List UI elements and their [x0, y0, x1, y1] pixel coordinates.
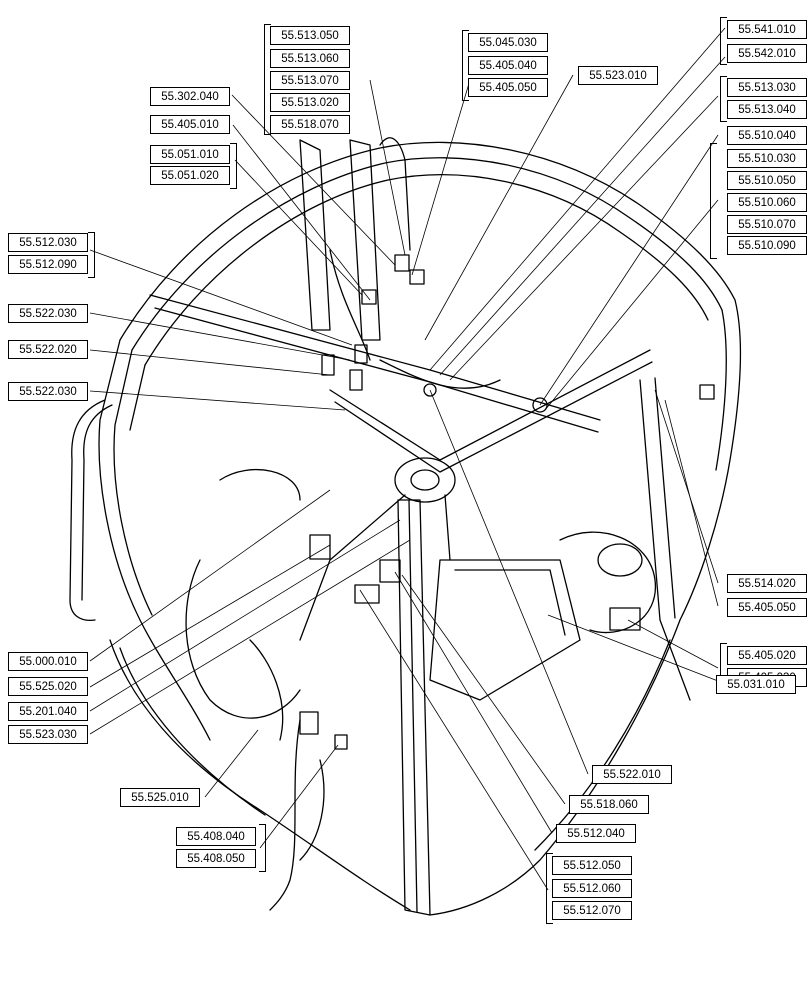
bracket-left-512	[88, 232, 95, 278]
part-label[interactable]: 55.525.020	[8, 677, 88, 696]
part-label[interactable]: 55.408.050	[176, 849, 256, 868]
part-label-031[interactable]: 55.031.010	[716, 675, 796, 694]
part-label[interactable]: 55.510.060	[727, 193, 807, 212]
part-label[interactable]: 55.512.050	[552, 856, 632, 875]
part-label[interactable]: 55.514.020	[727, 574, 807, 593]
bracket-top-right-center	[462, 30, 469, 101]
part-label[interactable]: 55.405.040	[468, 56, 548, 75]
part-label[interactable]: 55.510.040	[727, 126, 807, 145]
part-label[interactable]: 55.513.060	[270, 49, 350, 68]
part-label[interactable]: 55.201.040	[8, 702, 88, 721]
part-label[interactable]: 55.510.090	[727, 236, 807, 255]
part-label[interactable]: 55.408.040	[176, 827, 256, 846]
part-label[interactable]: 55.510.030	[727, 149, 807, 168]
part-label[interactable]: 55.000.010	[8, 652, 88, 671]
part-label[interactable]: 55.513.070	[270, 71, 350, 90]
part-label[interactable]: 55.512.090	[8, 255, 88, 274]
part-label[interactable]: 55.302.040	[150, 87, 230, 106]
bracket-left-051	[230, 143, 237, 189]
part-label[interactable]: 55.405.020	[727, 646, 807, 665]
part-label[interactable]: 55.513.030	[727, 78, 807, 97]
part-label[interactable]: 55.522.030	[8, 382, 88, 401]
part-label[interactable]: 55.045.030	[468, 33, 548, 52]
part-label[interactable]: 55.518.070	[270, 115, 350, 134]
part-label[interactable]: 55.051.010	[150, 145, 230, 164]
bracket-right-513	[720, 76, 727, 122]
part-label[interactable]: 55.525.010	[120, 788, 200, 807]
part-label[interactable]: 55.522.030	[8, 304, 88, 323]
part-label[interactable]: 55.513.020	[270, 93, 350, 112]
cab-structure	[69, 137, 742, 916]
part-label[interactable]: 55.510.050	[727, 171, 807, 190]
part-label[interactable]: 55.512.060	[552, 879, 632, 898]
part-label[interactable]: 55.405.050	[727, 598, 807, 617]
part-label[interactable]: 55.051.020	[150, 166, 230, 185]
part-label[interactable]: 55.510.070	[727, 215, 807, 234]
part-label[interactable]: 55.405.010	[150, 115, 230, 134]
part-label[interactable]: 55.518.060	[569, 795, 649, 814]
part-label[interactable]: 55.542.010	[727, 44, 807, 63]
part-label[interactable]: 55.523.010	[578, 66, 658, 85]
part-label[interactable]: 55.513.040	[727, 100, 807, 119]
part-label[interactable]: 55.522.010	[592, 765, 672, 784]
part-label[interactable]: 55.512.040	[556, 824, 636, 843]
part-label[interactable]: 55.512.030	[8, 233, 88, 252]
bracket-bottom-512	[546, 853, 553, 924]
part-label[interactable]: 55.405.050	[468, 78, 548, 97]
bracket-top-center	[264, 24, 271, 135]
part-label[interactable]: 55.522.020	[8, 340, 88, 359]
bracket-right-510	[710, 143, 717, 259]
part-label[interactable]: 55.512.070	[552, 901, 632, 920]
part-label[interactable]: 55.523.030	[8, 725, 88, 744]
bracket-left-408	[259, 824, 266, 872]
bracket-right-541	[720, 17, 727, 65]
part-label[interactable]: 55.513.050	[270, 26, 350, 45]
leader-lines	[89, 27, 726, 891]
part-label[interactable]: 55.541.010	[727, 20, 807, 39]
